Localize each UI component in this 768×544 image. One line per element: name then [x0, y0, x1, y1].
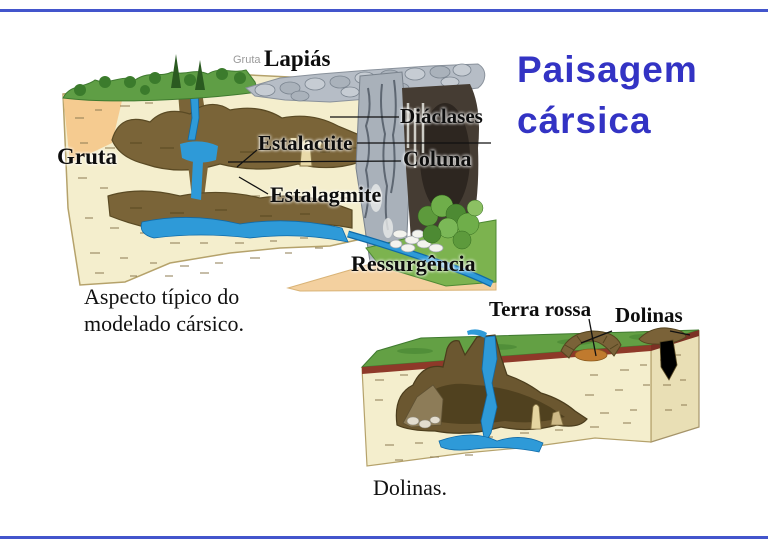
coluna-leader-line: [227, 160, 402, 163]
lapias-label: Lapiás: [264, 46, 331, 71]
estalagmite-label: Estalagmite: [270, 182, 382, 207]
ressurgencia-label: Ressurgência: [351, 251, 476, 276]
estalactite-leader-line: [236, 149, 258, 168]
estalagmite-leader-line: [238, 176, 269, 195]
page-title: Paisagem cársica: [517, 44, 698, 146]
page-title-line2: cársica: [517, 100, 652, 141]
gruta-label: Gruta: [57, 144, 118, 169]
gruta-small-label: Gruta: [233, 54, 261, 66]
top-border-line: [0, 9, 768, 12]
cave-with-waterfall: [395, 329, 588, 453]
bushes: [417, 194, 484, 250]
dolinas-caption: Dolinas.: [373, 475, 447, 500]
dolinas-leader-line-left: [580, 330, 613, 344]
terra-rossa-leader-line: [588, 318, 597, 357]
coluna-label: Coluna: [403, 146, 472, 171]
gravel-pile: [389, 229, 444, 253]
underground-stream: [140, 89, 349, 243]
dolinas-illustration: [360, 327, 700, 467]
vegetation: [62, 54, 259, 102]
page-title-line1: Paisagem: [517, 49, 698, 90]
diaclases-label: Diáclases: [400, 104, 483, 128]
estalactite-label: Estalactite: [258, 131, 353, 155]
bottom-border-line: [0, 536, 768, 539]
column-formation: [299, 138, 313, 167]
main-diagram-caption: Aspecto típico do modelado cársico.: [84, 284, 245, 336]
karst-cross-section-illustration: [62, 54, 497, 292]
terra-rossa-label: Terra rossa: [489, 297, 592, 321]
dolinas-leader-line-right: [669, 330, 691, 336]
dolinas-label: Dolinas: [615, 303, 683, 327]
